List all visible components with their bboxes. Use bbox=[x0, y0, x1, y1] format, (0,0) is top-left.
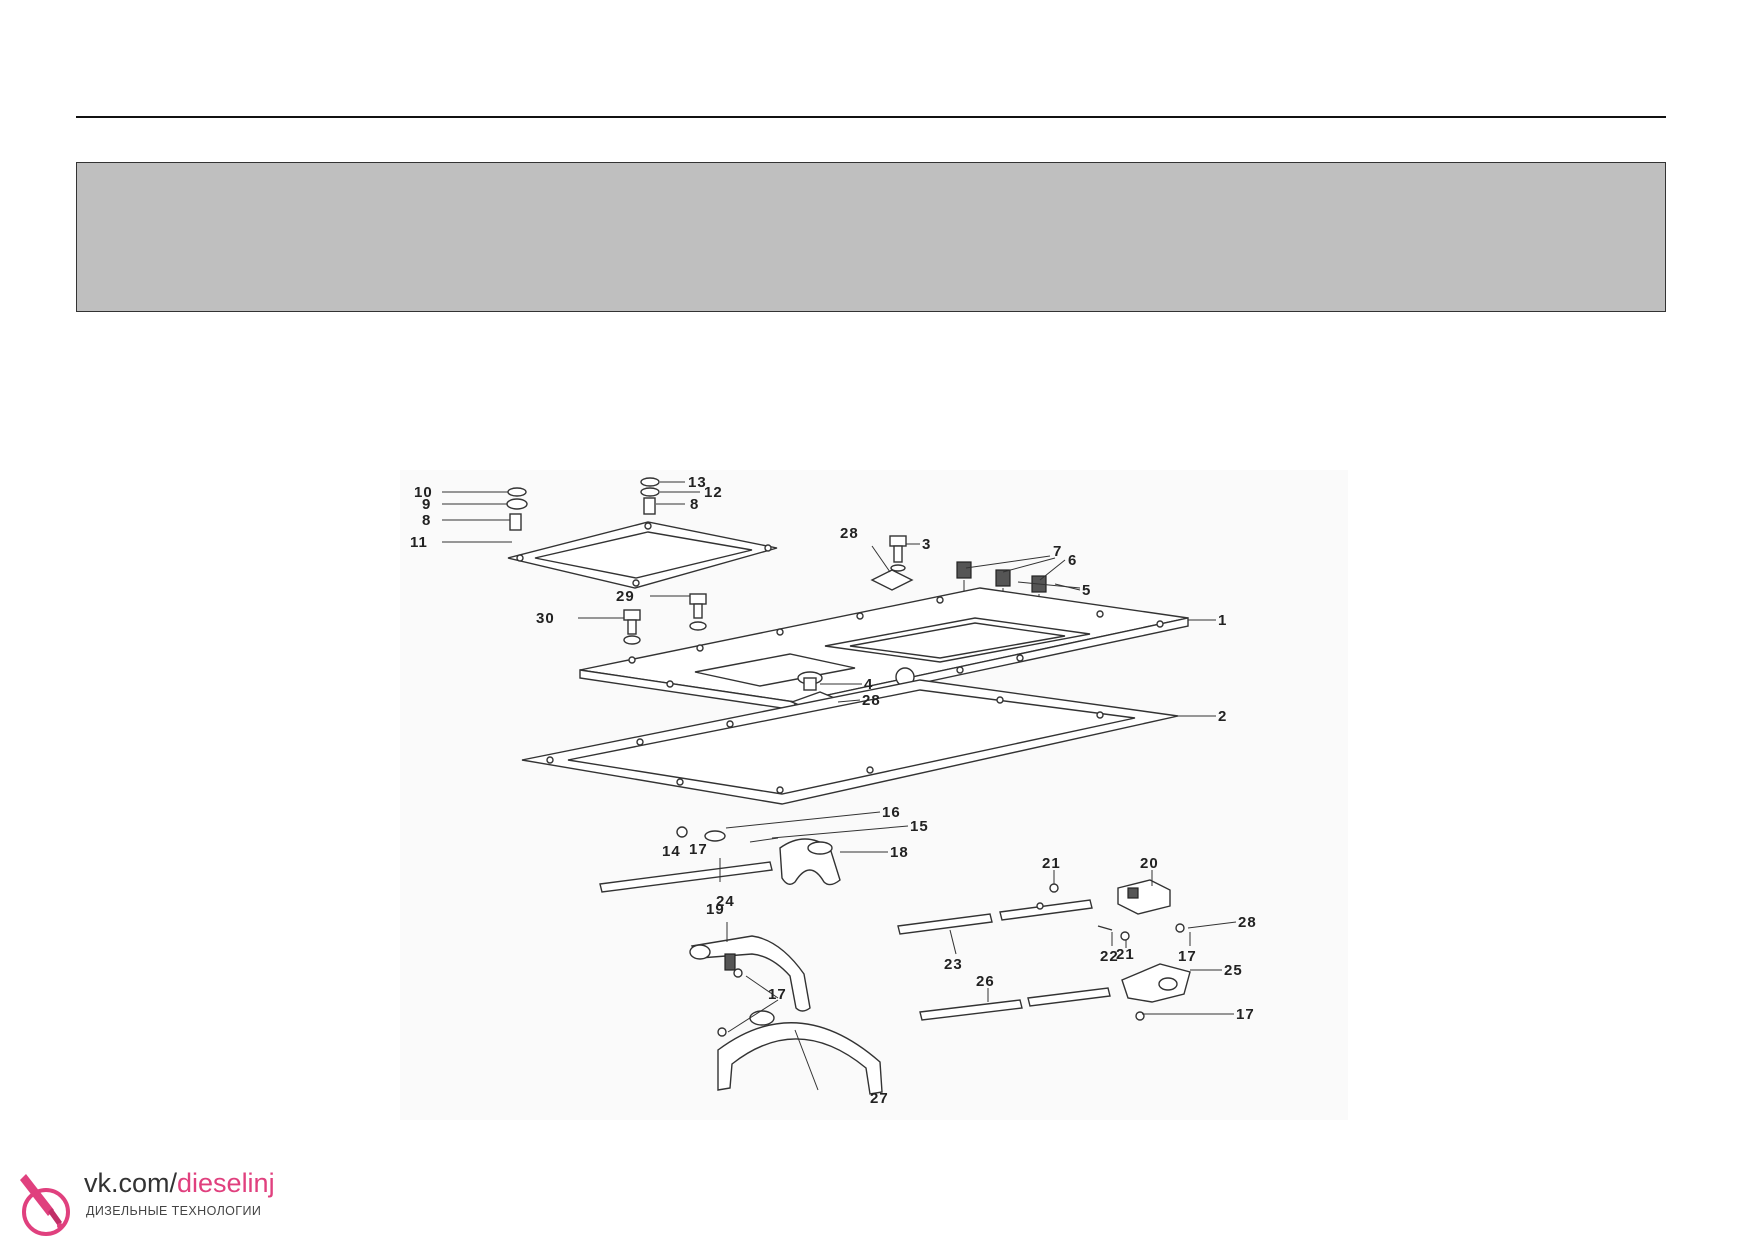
header-rule bbox=[76, 116, 1666, 118]
shift-fork-27 bbox=[717, 1010, 883, 1095]
callout-15: 15 bbox=[910, 818, 929, 835]
callout-11: 11 bbox=[410, 534, 428, 551]
exploded-parts-diagram: 10 9 8 11 13 12 8 29 30 3 28 7 6 5 1 4 2… bbox=[410, 474, 1257, 1107]
callout-2: 2 bbox=[1218, 708, 1227, 725]
pins bbox=[717, 883, 1185, 1037]
callout-17c: 17 bbox=[768, 986, 787, 1003]
callout-28b: 28 bbox=[862, 692, 881, 709]
callout-30: 30 bbox=[536, 610, 555, 627]
callout-28a: 28 bbox=[840, 525, 859, 542]
callout-21b: 21 bbox=[1116, 946, 1135, 963]
watermark-subtitle: ДИЗЕЛЬНЫЕ ТЕХНОЛОГИИ bbox=[86, 1204, 262, 1218]
callout-16: 16 bbox=[882, 804, 901, 821]
callout-25: 25 bbox=[1224, 962, 1243, 979]
watermark-url: vk.com/dieselinj bbox=[84, 1168, 275, 1198]
callout-3: 3 bbox=[922, 536, 931, 553]
callout-21a: 21 bbox=[1042, 855, 1061, 872]
bolt-30 bbox=[623, 609, 641, 645]
callout-4: 4 bbox=[864, 676, 873, 693]
callout-10: 10 bbox=[414, 484, 433, 501]
title-band bbox=[76, 162, 1666, 312]
callout-8b: 8 bbox=[690, 496, 699, 513]
shift-fork-24 bbox=[689, 935, 811, 1012]
callout-7: 7 bbox=[1053, 543, 1062, 560]
selector-block-20 bbox=[1117, 879, 1171, 915]
top-cover-plate bbox=[507, 521, 778, 589]
callout-28c: 28 bbox=[1238, 914, 1257, 931]
rod-26 bbox=[919, 987, 1111, 1021]
leader-lines bbox=[442, 481, 1237, 1091]
gasket bbox=[521, 679, 1179, 805]
callout-26: 26 bbox=[976, 973, 995, 990]
watermark: vk.com/dieselinj ДИЗЕЛЬНЫЕ ТЕХНОЛОГИИ bbox=[16, 1168, 316, 1238]
callout-1: 1 bbox=[1218, 612, 1227, 629]
callout-27: 27 bbox=[870, 1090, 889, 1107]
callout-22: 22 bbox=[1100, 948, 1119, 965]
callout-9: 9 bbox=[422, 496, 431, 513]
bolt-29 bbox=[689, 593, 707, 631]
callout-13: 13 bbox=[688, 474, 707, 491]
callout-19: 19 bbox=[706, 901, 725, 918]
injector-logo-icon bbox=[20, 1174, 70, 1236]
callout-24: 24 bbox=[716, 893, 735, 910]
selector-rod-19 bbox=[599, 826, 779, 893]
bolt-3 bbox=[870, 535, 914, 591]
callout-5: 5 bbox=[1082, 582, 1091, 599]
callout-20: 20 bbox=[1140, 855, 1159, 872]
callout-8a: 8 bbox=[422, 512, 431, 529]
washer-stack-center bbox=[640, 477, 660, 515]
rod-23 bbox=[897, 899, 1093, 935]
callout-23: 23 bbox=[944, 956, 963, 973]
callout-17d: 17 bbox=[1236, 1006, 1255, 1023]
callout-labels: 10 9 8 11 13 12 8 29 30 3 28 7 6 5 1 4 2… bbox=[410, 474, 1257, 1107]
shift-fork-18 bbox=[779, 838, 841, 886]
shift-fork-25 bbox=[1121, 963, 1191, 1003]
callout-6: 6 bbox=[1068, 552, 1077, 569]
washer-stack-left bbox=[506, 487, 528, 531]
callout-17b: 17 bbox=[1178, 948, 1197, 965]
callout-18: 18 bbox=[890, 844, 909, 861]
callout-12: 12 bbox=[704, 484, 723, 501]
callout-29: 29 bbox=[616, 588, 635, 605]
callout-17a: 17 bbox=[689, 841, 708, 858]
callout-14: 14 bbox=[662, 843, 681, 860]
